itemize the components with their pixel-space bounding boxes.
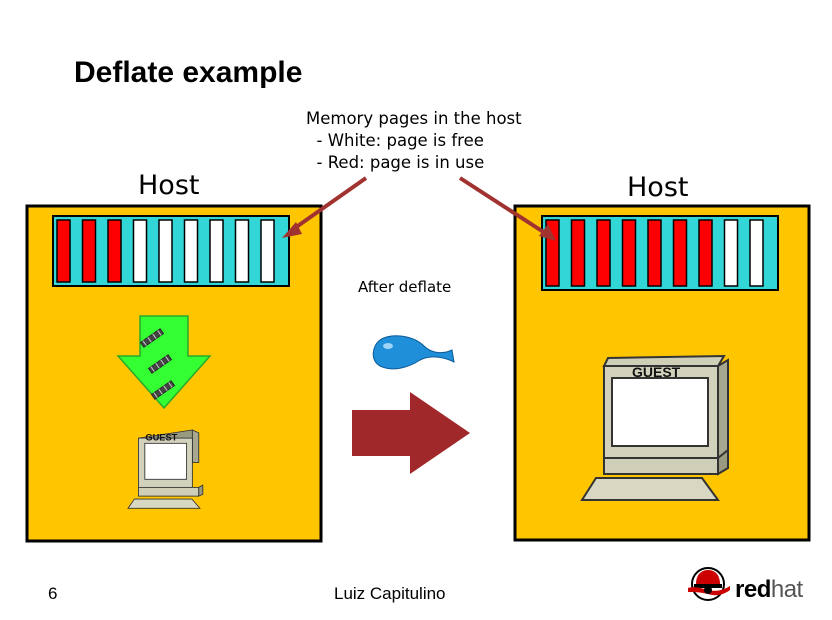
left-memory-page-2-in-use <box>81 219 97 283</box>
balloon-icon <box>372 335 455 370</box>
memory-pages-legend: Memory pages in the host - White: page i… <box>306 108 522 174</box>
right-memory-page-2-in-use <box>570 219 586 287</box>
footer-author: Luiz Capitulino <box>334 584 446 603</box>
right-memory-page-9-free <box>749 219 764 287</box>
right-host-label: Host <box>627 172 689 203</box>
memory-chip-icon <box>139 328 176 400</box>
right-guest-label: GUEST <box>632 364 681 380</box>
legend-heading: Memory pages in the host <box>306 109 522 128</box>
slide-title: Deflate example <box>74 56 303 89</box>
computer-icon: GUEST <box>580 354 729 501</box>
left-memory-page-1-in-use <box>56 219 71 283</box>
left-host-label: Host <box>138 170 200 201</box>
left-memory-page-7-free <box>209 219 224 283</box>
pointer-arrow-left <box>282 176 368 238</box>
left-memory-page-3-in-use <box>107 219 122 283</box>
left-memory-page-4-free <box>132 219 148 283</box>
redhat-logo-text: redhat <box>735 576 803 604</box>
right-memory-page-4-in-use <box>621 219 637 287</box>
right-memory-page-7-in-use <box>698 219 713 287</box>
page-number: 6 <box>48 584 58 603</box>
right-memory-page-6-in-use <box>672 219 688 287</box>
left-memory-page-9-free <box>260 219 275 283</box>
computer-icon: GUEST <box>127 429 204 509</box>
right-memory-page-5-in-use <box>647 219 662 287</box>
left-memory-pages <box>56 219 275 283</box>
left-memory-page-8-free <box>234 219 250 283</box>
after-deflate-label: After deflate <box>358 278 452 296</box>
left-memory-page-6-free <box>183 219 199 283</box>
legend-item-free: - White: page is free <box>316 131 484 150</box>
right-memory-page-3-in-use <box>596 219 611 287</box>
redhat-shadowman-icon <box>688 567 730 601</box>
transition-arrow <box>352 392 470 474</box>
left-guest-label: GUEST <box>145 432 177 442</box>
legend-item-in-use: - Red: page is in use <box>316 153 485 172</box>
logo-word-red: red <box>735 576 771 603</box>
right-memory-page-8-free <box>723 219 739 287</box>
logo-word-hat: hat <box>770 576 803 603</box>
pointer-arrow-right <box>458 176 556 241</box>
left-memory-page-5-free <box>158 219 173 283</box>
right-memory-pages <box>545 219 764 287</box>
